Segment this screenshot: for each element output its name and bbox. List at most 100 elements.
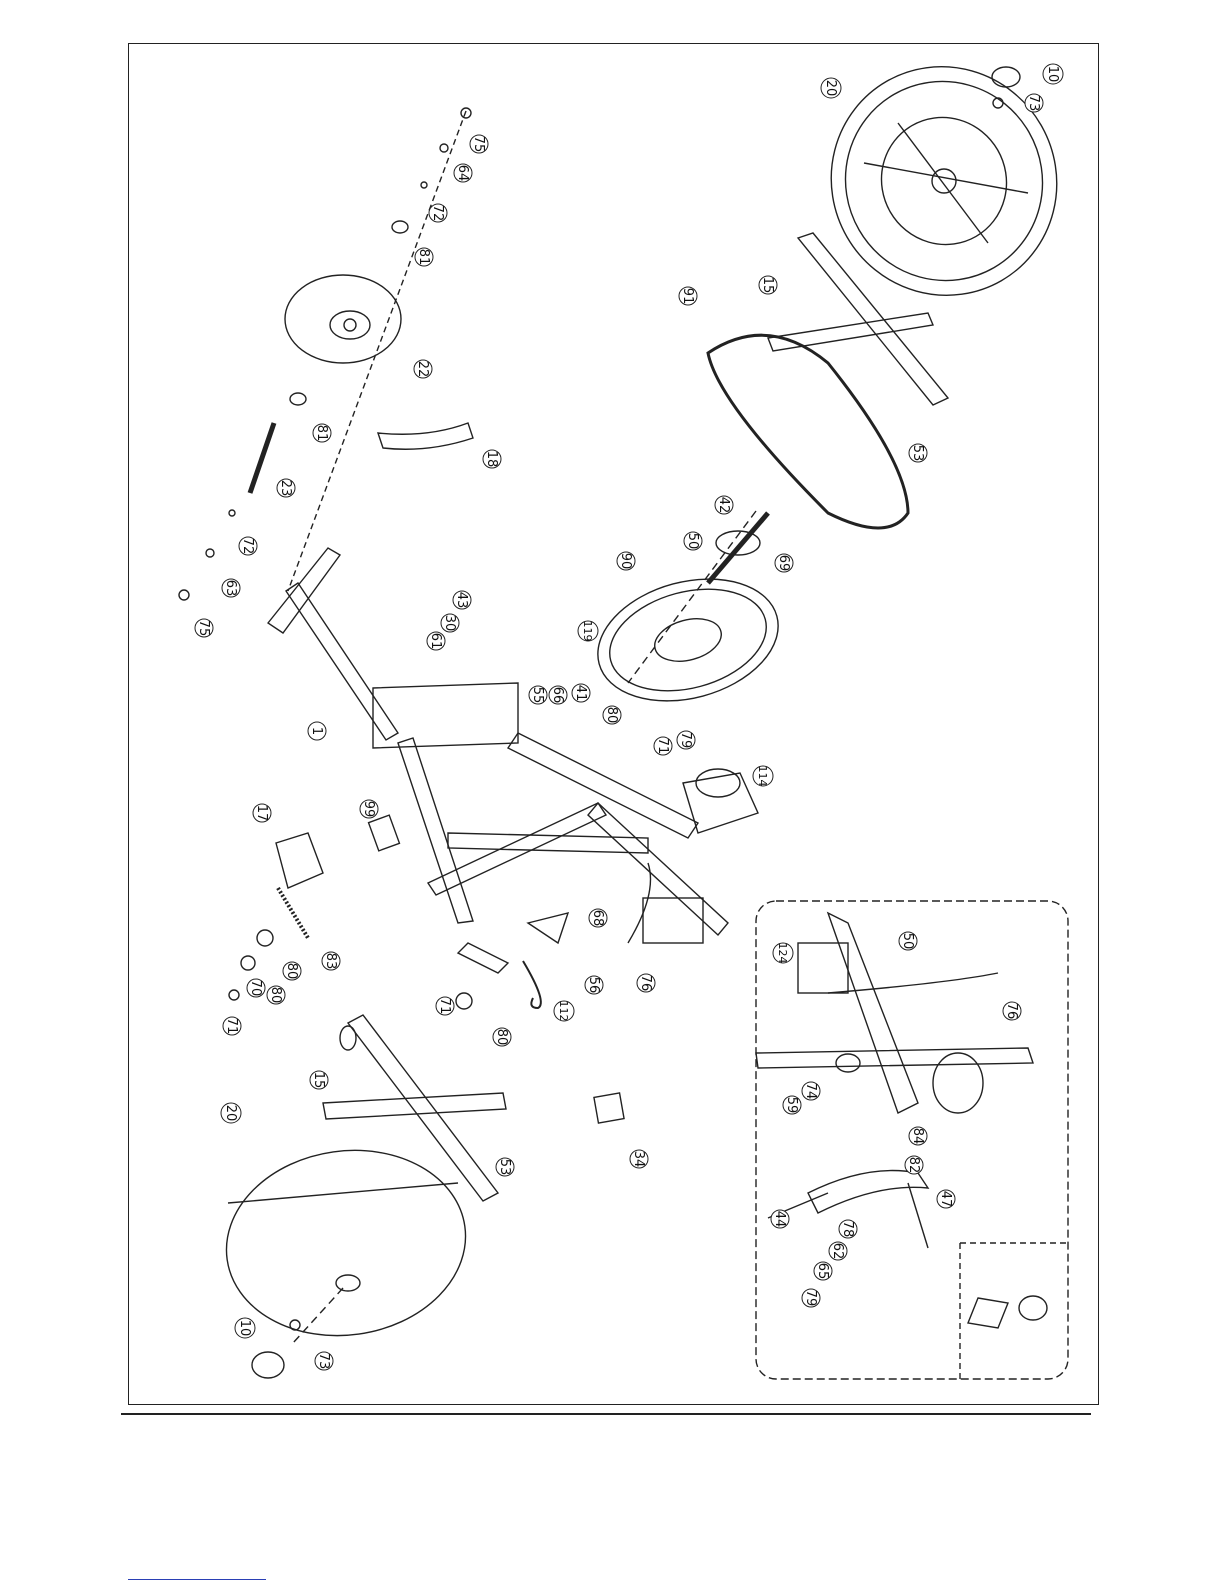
footer-link-underline bbox=[128, 1579, 266, 1580]
callout-59: 59 bbox=[784, 1097, 799, 1114]
callout-73: 73 bbox=[1026, 95, 1041, 112]
callout-61: 61 bbox=[428, 633, 443, 650]
washer-80-d bbox=[456, 993, 472, 1009]
plate-68 bbox=[528, 913, 568, 943]
callout-41: 41 bbox=[573, 685, 588, 702]
nut-73-bottom bbox=[290, 1320, 300, 1330]
fan-wheel bbox=[584, 560, 792, 720]
exploded-view-diagram: 10 73 20 75 64 72 81 15 91 22 81 18 53 2… bbox=[128, 43, 1099, 1405]
callout-74: 74 bbox=[803, 1083, 818, 1100]
callout-62: 62 bbox=[830, 1243, 845, 1260]
washer-64 bbox=[440, 144, 448, 152]
washer-80-a bbox=[257, 930, 273, 946]
callout-112: 112 bbox=[557, 1001, 570, 1022]
end-cap-top bbox=[992, 67, 1020, 87]
stabilizer-front bbox=[323, 1015, 506, 1201]
seat-post-114 bbox=[683, 773, 758, 833]
footer-divider bbox=[121, 1413, 1091, 1415]
brake-bracket bbox=[276, 833, 323, 888]
callout-76: 76 bbox=[638, 975, 653, 992]
clip-72-bottom bbox=[229, 510, 235, 516]
callout-65: 65 bbox=[815, 1263, 830, 1280]
tension-spring bbox=[278, 888, 308, 938]
callout-63: 63 bbox=[223, 580, 238, 597]
callout-30: 30 bbox=[442, 615, 457, 632]
callout-80: 80 bbox=[284, 963, 299, 980]
callout-79: 79 bbox=[678, 732, 693, 749]
callout-50: 50 bbox=[685, 533, 700, 550]
callout-79: 79 bbox=[803, 1290, 818, 1307]
callout-76: 76 bbox=[1004, 1003, 1019, 1020]
sensor-99 bbox=[369, 815, 400, 851]
end-cap-bottom bbox=[252, 1352, 284, 1378]
axle-23 bbox=[250, 423, 274, 493]
disc-cover-front bbox=[214, 1135, 477, 1351]
callout-64: 64 bbox=[455, 165, 470, 182]
callout-15: 15 bbox=[311, 1072, 326, 1089]
callout-83: 83 bbox=[323, 953, 338, 970]
callout-82: 82 bbox=[906, 1157, 921, 1174]
washer-68 bbox=[241, 956, 255, 970]
callout-10: 10 bbox=[237, 1320, 252, 1337]
callout-55: 55 bbox=[530, 687, 545, 704]
callout-71: 71 bbox=[224, 1018, 239, 1035]
callout-69: 69 bbox=[776, 555, 791, 572]
drive-belt bbox=[708, 335, 908, 528]
callout-73: 73 bbox=[316, 1353, 331, 1370]
callout-80: 80 bbox=[268, 987, 283, 1004]
callout-53: 53 bbox=[910, 445, 925, 462]
hook-112 bbox=[523, 961, 541, 1008]
callout-78: 78 bbox=[840, 1221, 855, 1238]
callout-1: 1 bbox=[309, 727, 324, 735]
callout-34: 34 bbox=[631, 1151, 646, 1168]
callout-72: 72 bbox=[430, 205, 445, 222]
callout-114: 114 bbox=[756, 766, 769, 787]
callout-15: 15 bbox=[760, 277, 775, 294]
brake-pad bbox=[378, 423, 473, 449]
callout-20: 20 bbox=[223, 1105, 238, 1122]
callout-99: 99 bbox=[361, 801, 376, 818]
callout-56: 56 bbox=[586, 977, 601, 994]
washer-63 bbox=[206, 549, 214, 557]
pulley-shaft bbox=[708, 513, 768, 583]
nut-71-a bbox=[229, 990, 239, 1000]
cable-76 bbox=[628, 863, 651, 943]
callout-47: 47 bbox=[938, 1191, 953, 1208]
callout-layer: 10 73 20 75 64 72 81 15 91 22 81 18 53 2… bbox=[195, 64, 1063, 1370]
foot-pad-34 bbox=[594, 1093, 624, 1123]
motor-bracket bbox=[643, 898, 703, 943]
nut-75-bottom bbox=[179, 590, 189, 600]
main-frame bbox=[268, 548, 740, 973]
callout-68: 68 bbox=[590, 910, 605, 927]
callout-71: 71 bbox=[655, 738, 670, 755]
callout-124: 124 bbox=[776, 943, 789, 964]
callout-91: 91 bbox=[680, 288, 695, 305]
callout-90: 90 bbox=[618, 553, 633, 570]
clip-72-top bbox=[421, 182, 427, 188]
callout-10: 10 bbox=[1045, 66, 1060, 83]
callout-71: 71 bbox=[437, 998, 452, 1015]
callout-70: 70 bbox=[248, 980, 263, 997]
flywheel bbox=[285, 275, 401, 363]
stabilizer-rear bbox=[768, 233, 948, 405]
bearing-81-bottom bbox=[290, 393, 306, 405]
callout-18: 18 bbox=[484, 451, 499, 468]
callout-20: 20 bbox=[823, 80, 838, 97]
callout-80: 80 bbox=[494, 1029, 509, 1046]
callout-53: 53 bbox=[497, 1159, 512, 1176]
callout-119: 119 bbox=[581, 621, 594, 642]
callout-81: 81 bbox=[314, 425, 329, 442]
callout-43: 43 bbox=[454, 592, 469, 609]
callout-72: 72 bbox=[240, 538, 255, 555]
callout-22: 22 bbox=[415, 361, 430, 378]
callout-17: 17 bbox=[254, 805, 269, 822]
callout-44: 44 bbox=[772, 1211, 787, 1228]
callout-75: 75 bbox=[471, 136, 486, 153]
callout-75: 75 bbox=[196, 620, 211, 637]
flywheel-axle-line bbox=[288, 111, 466, 591]
callout-84: 84 bbox=[910, 1128, 925, 1145]
callout-23: 23 bbox=[278, 480, 293, 497]
callout-42: 42 bbox=[716, 497, 731, 514]
callout-50: 50 bbox=[900, 933, 915, 950]
inset-details bbox=[756, 913, 1047, 1328]
